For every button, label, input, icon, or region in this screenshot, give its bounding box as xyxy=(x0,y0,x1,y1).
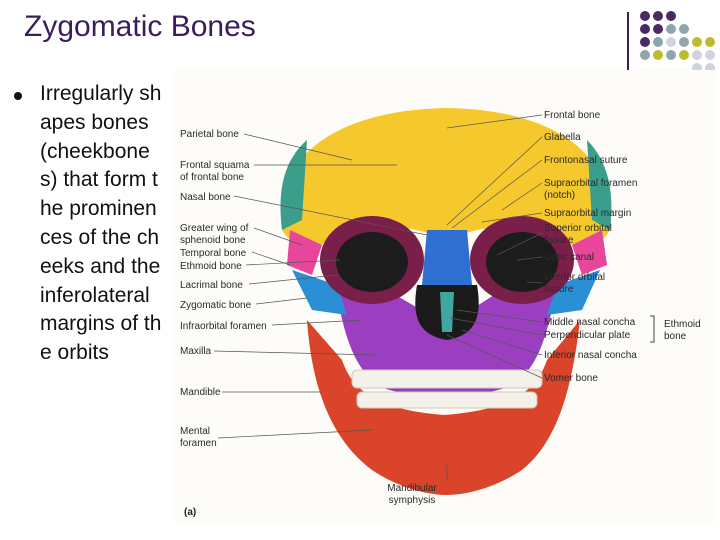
label-nasal-bone: Nasal bone xyxy=(180,192,231,203)
label-supraorbital-foramen: Supraorbital foramen xyxy=(544,178,637,189)
label-ethmoid-bracket: Ethmoid xyxy=(664,319,701,330)
nasal-bone-shape xyxy=(422,230,472,285)
label-inferior-orbital: Inferior orbital xyxy=(544,272,605,283)
label-parietal-bone: Parietal bone xyxy=(180,129,239,140)
ethmoid-bracket xyxy=(650,315,655,343)
label-supraorbital-margin: Supraorbital margin xyxy=(544,208,631,219)
zygomatic-shape-right xyxy=(547,270,600,315)
label-optic-canal: Optic canal xyxy=(544,252,594,263)
label-ethmoid-bracket-2: bone xyxy=(664,331,687,342)
label-vomer-bone: Vomer bone xyxy=(544,373,598,384)
skull-drawing: Parietal bone Frontal squama of frontal … xyxy=(180,108,701,506)
label-ethmoid-bone: Ethmoid bone xyxy=(180,261,242,272)
zygomatic-shape-left xyxy=(292,270,347,315)
label-mandible: Mandible xyxy=(180,387,221,398)
label-frontal-squama: Frontal squama xyxy=(180,160,250,171)
label-mental-2: foramen xyxy=(180,438,217,449)
label-supraorbital-foramen-2: (notch) xyxy=(544,190,575,201)
label-superior-orbital-2: fissure xyxy=(544,235,574,246)
label-inferior-orbital-2: fissure xyxy=(544,284,574,295)
mandible-shape xyxy=(307,320,580,495)
title-divider xyxy=(627,12,629,72)
label-zygomatic-bone: Zygomatic bone xyxy=(180,300,252,311)
label-temporal-bone: Temporal bone xyxy=(180,248,247,259)
label-infraorbital-foramen: Infraorbital foramen xyxy=(180,321,267,332)
skull-illustration: Parietal bone Frontal squama of frontal … xyxy=(172,70,717,522)
label-middle-nasal-concha: Middle nasal concha xyxy=(544,317,636,328)
label-mandibular-symphysis: Mandibular xyxy=(387,483,437,494)
bullet-text: Irregularly shapes bones (cheekbones) th… xyxy=(40,82,162,365)
label-frontonasal-suture: Frontonasal suture xyxy=(544,155,628,166)
frontal-bone-shape xyxy=(280,108,611,247)
label-greater-wing: Greater wing of xyxy=(180,223,249,234)
label-frontal-bone: Frontal bone xyxy=(544,110,601,121)
bullet-marker xyxy=(14,92,22,100)
label-superior-orbital: Superior orbital xyxy=(544,223,612,234)
label-inferior-nasal-concha: Inferior nasal concha xyxy=(544,350,637,361)
label-perpendicular-plate: Perpendicular plate xyxy=(544,330,631,341)
label-lacrimal-bone: Lacrimal bone xyxy=(180,280,243,291)
slide-title: Zygomatic Bones xyxy=(24,10,256,43)
label-mental: Mental xyxy=(180,426,210,437)
label-glabella: Glabella xyxy=(544,132,581,143)
label-maxilla: Maxilla xyxy=(180,346,212,357)
label-mandibular-symphysis-2: symphysis xyxy=(389,495,436,506)
decorative-dot-grid xyxy=(640,11,715,73)
label-greater-wing-2: sphenoid bone xyxy=(180,235,246,246)
figure-panel-letter: (a) xyxy=(184,507,197,518)
label-frontal-squama-2: of frontal bone xyxy=(180,172,244,183)
